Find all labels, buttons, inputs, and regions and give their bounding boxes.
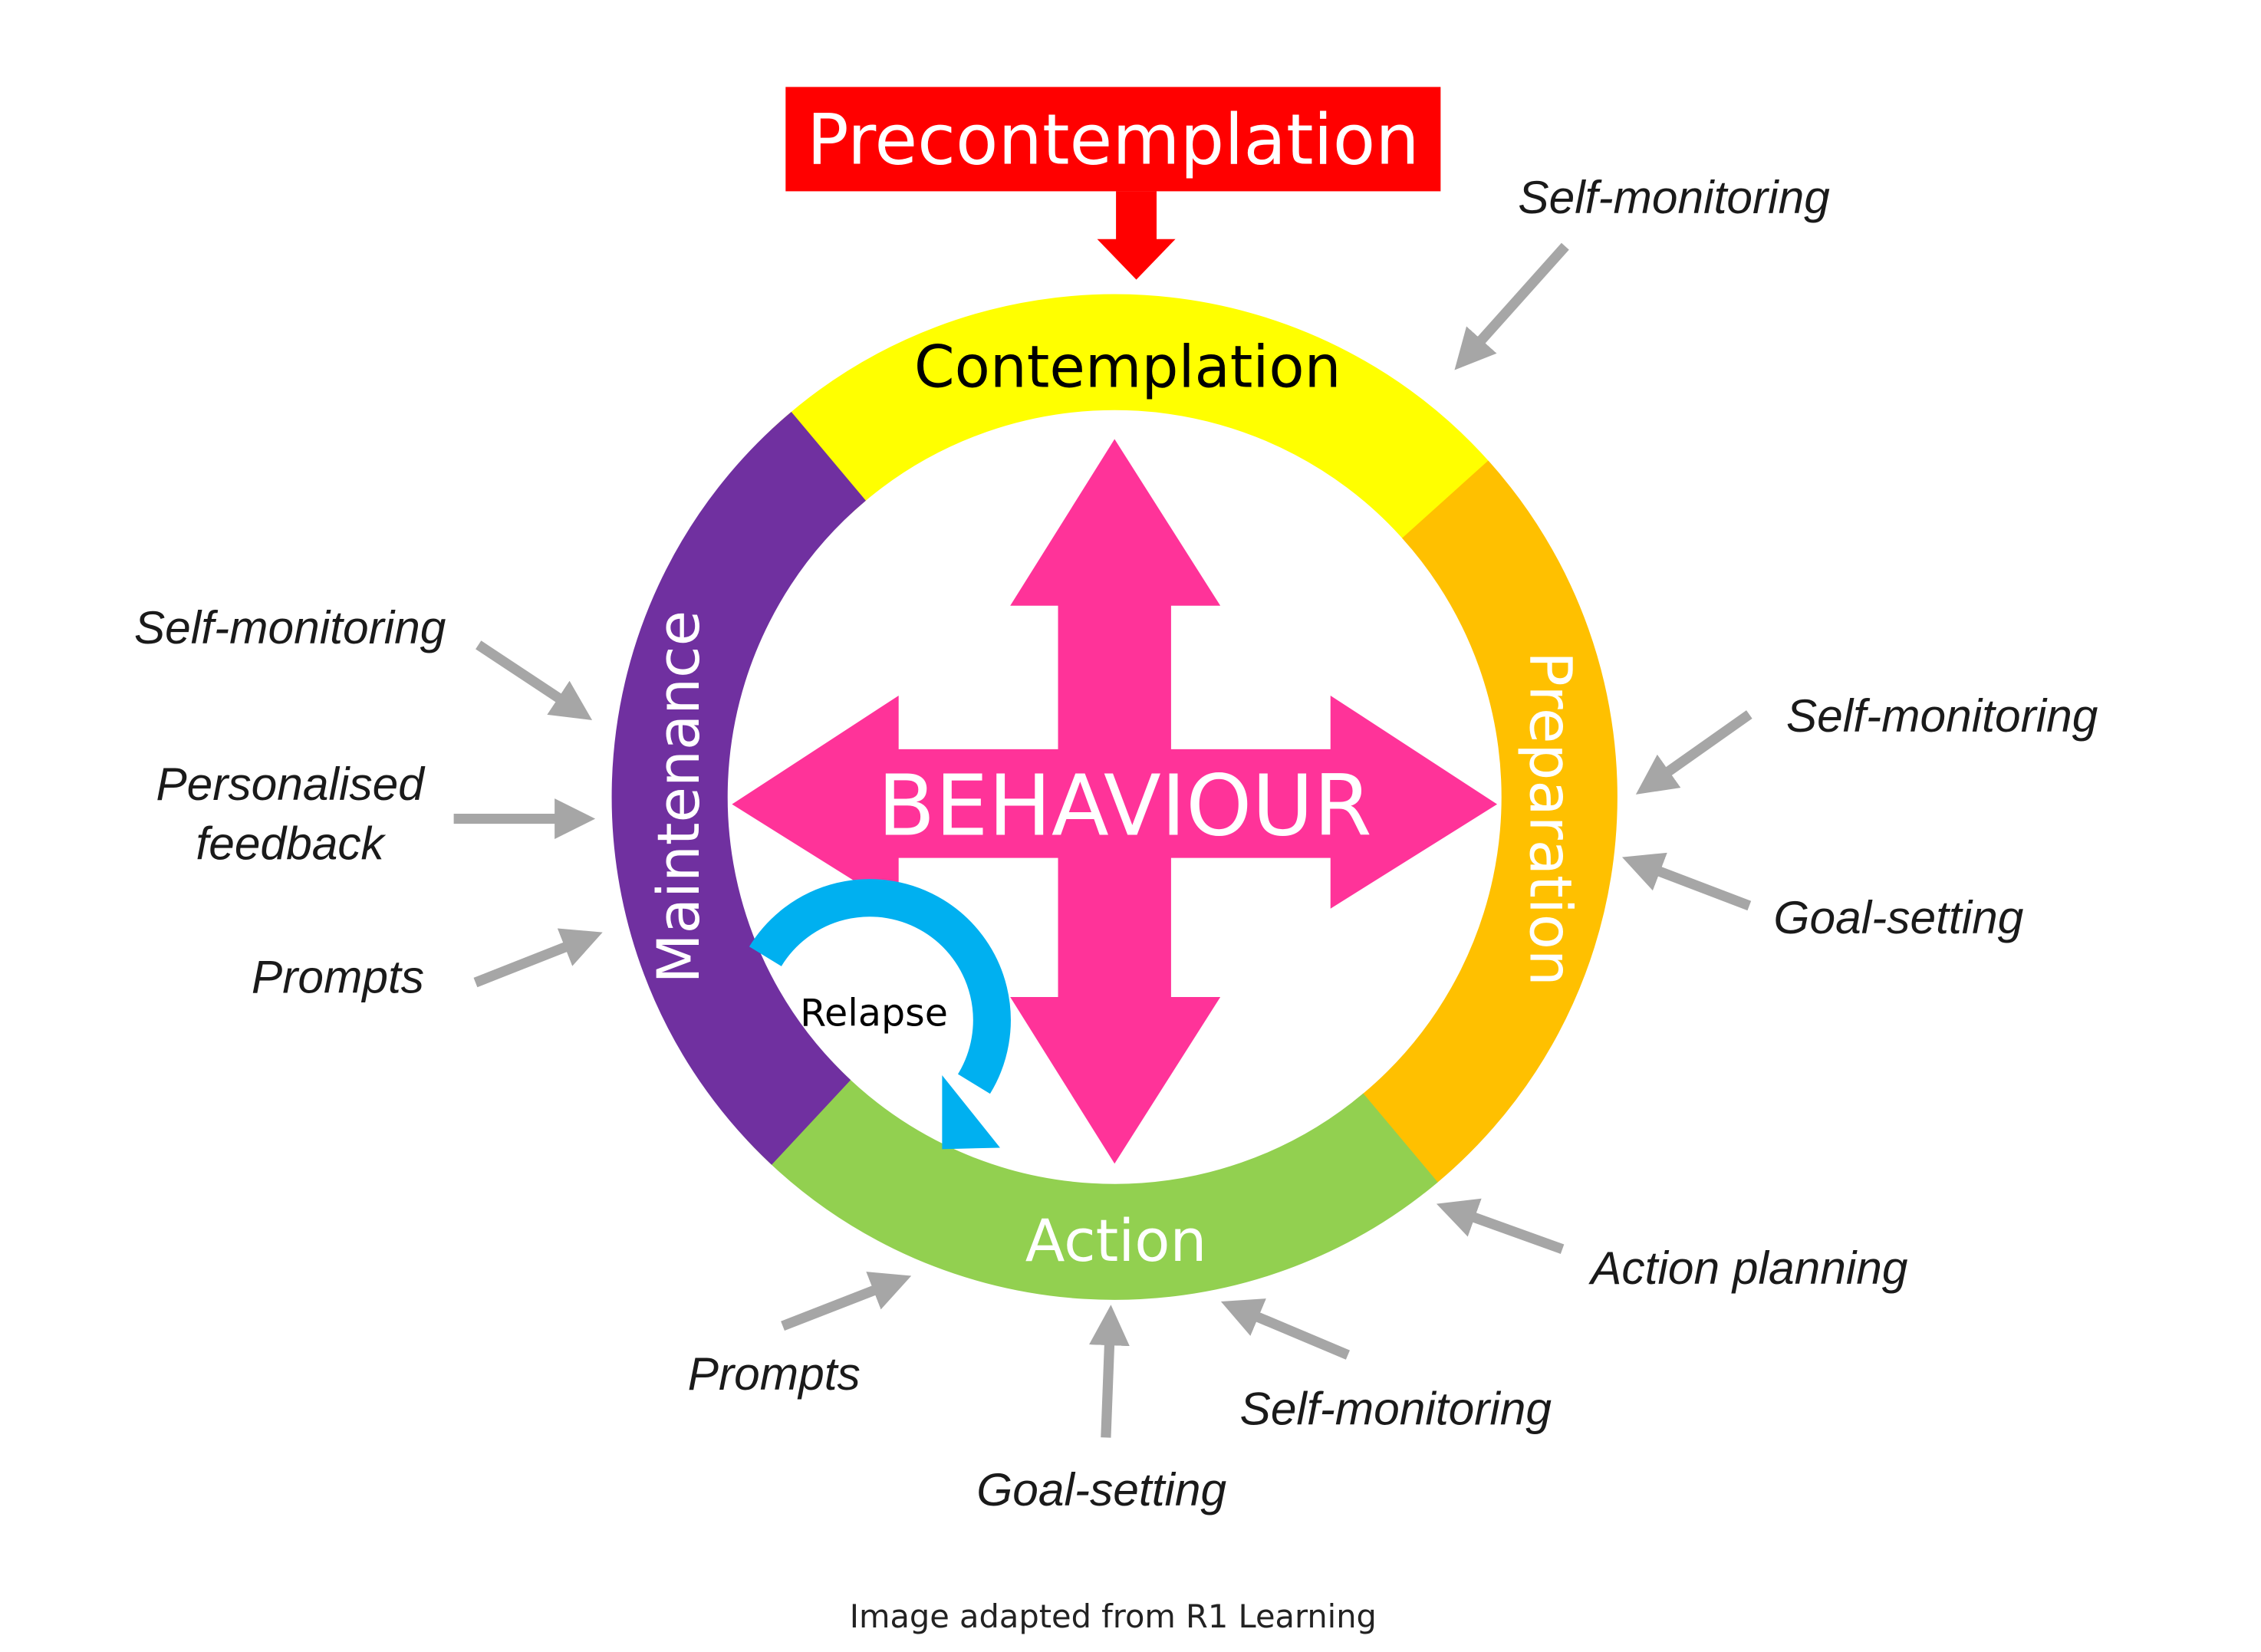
precontemplation-label: Precontemplation <box>807 100 1420 181</box>
arrow-icon <box>1454 242 1569 370</box>
technique-label: Prompts <box>688 1348 861 1400</box>
arrow-icon <box>473 928 603 988</box>
action-segment <box>746 1060 1438 1300</box>
technique-label: Goal-setting <box>1773 891 2023 943</box>
stage-ring <box>611 294 1618 1300</box>
maintenance-segment <box>611 411 867 1165</box>
contemplation-label: Contemplation <box>914 333 1341 400</box>
technique-label: Prompts <box>252 950 424 1002</box>
preparation-segment <box>1352 460 1618 1193</box>
technique-label: Self-monitoring <box>1786 689 2098 742</box>
arrow-icon <box>1436 1198 1565 1254</box>
arrow-icon <box>1089 1305 1130 1438</box>
action-label: Action <box>1025 1207 1207 1275</box>
relapse-arrowhead-icon <box>942 1074 1000 1150</box>
relapse-label: Relapse <box>800 991 948 1035</box>
precontemplation-box <box>785 87 1441 192</box>
arrow-icon <box>476 640 593 720</box>
arrow-icon <box>1220 1298 1350 1360</box>
technique-label: feedback <box>196 817 386 869</box>
arrow-icon <box>781 1272 912 1331</box>
technique-label: Action planning <box>1588 1242 1908 1294</box>
technique-arrows <box>453 242 1753 1438</box>
behaviour-label: BEHAVIOUR <box>877 756 1372 854</box>
contemplation-segment <box>772 294 1500 549</box>
technique-label: Self-monitoring <box>1518 171 1830 223</box>
precontemplation-arrow-icon <box>1097 191 1176 280</box>
caption: Image adapted from R1 Learning <box>850 1598 1377 1635</box>
arrow-icon <box>1635 710 1753 795</box>
technique-label: Personalised <box>156 758 426 810</box>
maintenance-label: Maintenance <box>645 610 713 984</box>
technique-label: Goal-setting <box>976 1463 1226 1515</box>
technique-label: Self-monitoring <box>134 601 446 653</box>
technique-label: Self-monitoring <box>1239 1382 1552 1434</box>
preparation-label: Preparation <box>1516 651 1584 986</box>
relapse-arc <box>749 879 1011 1094</box>
arrow-icon <box>1621 852 1752 911</box>
behaviour-cross-arrow-icon <box>732 439 1498 1164</box>
